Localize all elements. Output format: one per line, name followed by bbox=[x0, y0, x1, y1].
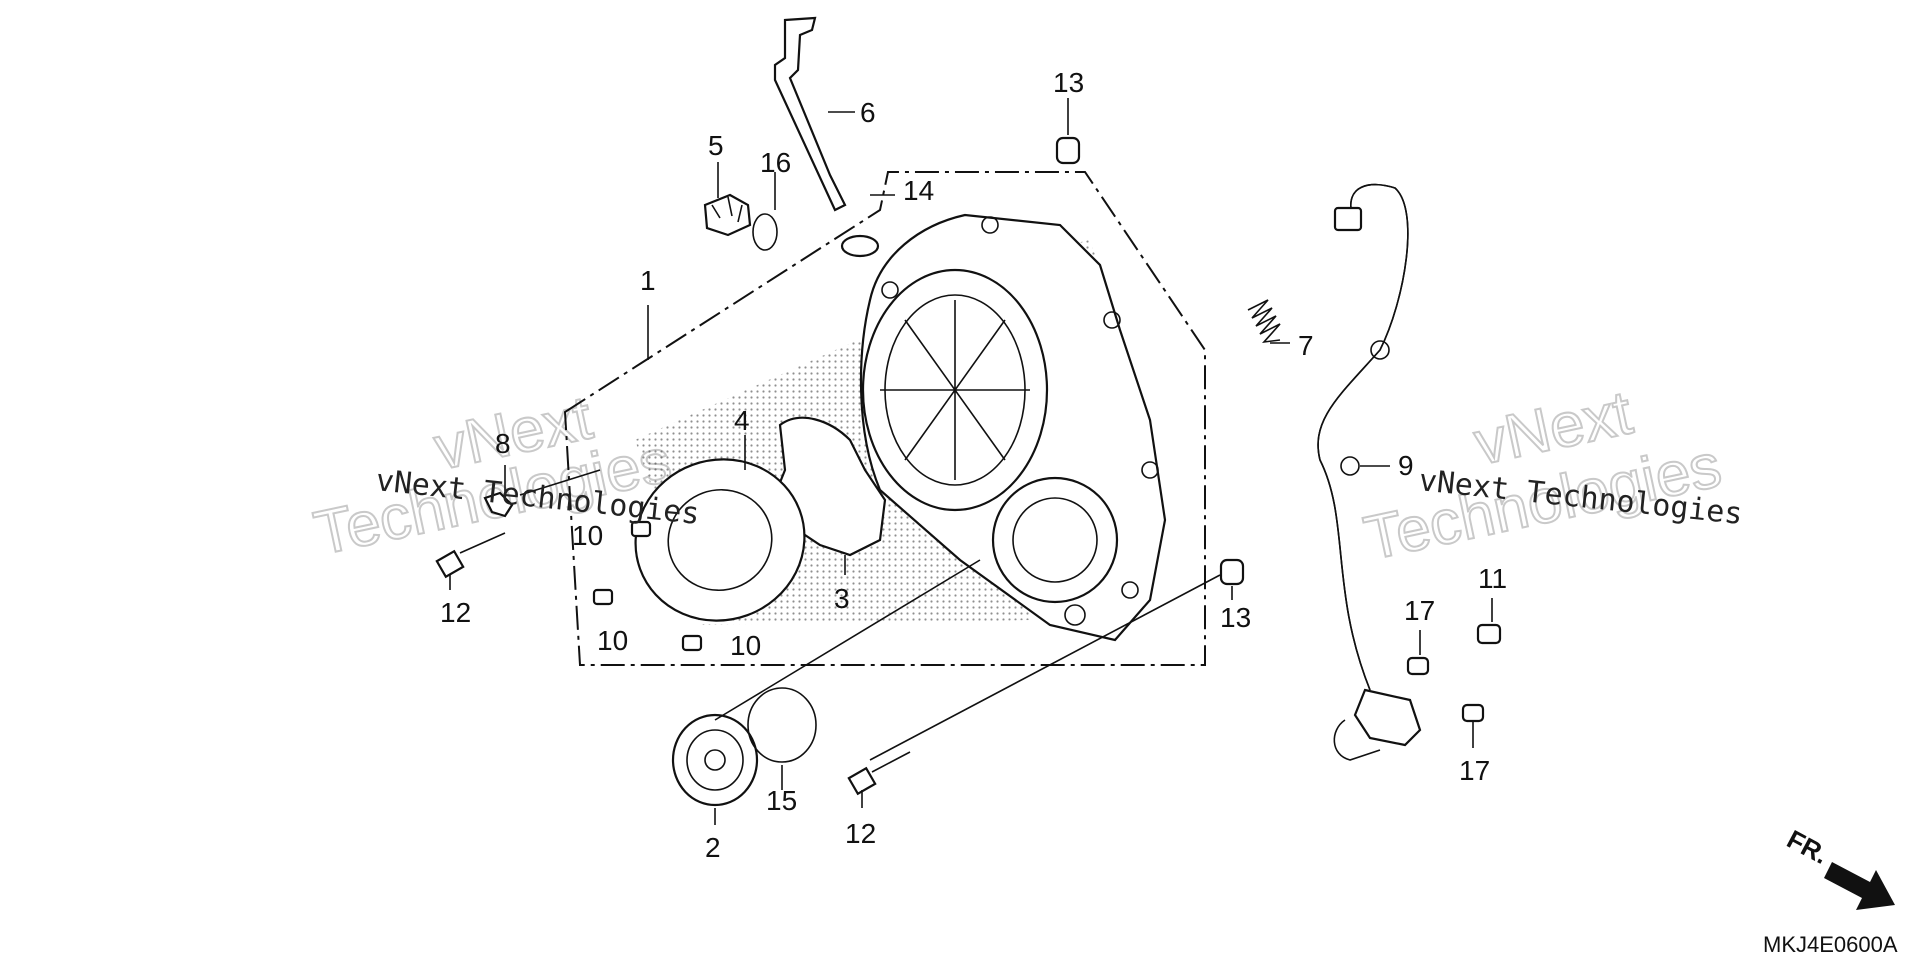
callout-1: 1 bbox=[640, 265, 656, 296]
crankcase-cover bbox=[859, 213, 1167, 642]
callout-12-b: 12 bbox=[845, 818, 876, 849]
dowel-pin-bottom bbox=[1219, 558, 1245, 586]
callout-8: 8 bbox=[495, 428, 511, 459]
callout-5: 5 bbox=[708, 130, 724, 161]
callout-3: 3 bbox=[834, 583, 850, 614]
bolt-10-b bbox=[592, 588, 614, 606]
o-ring bbox=[747, 687, 817, 763]
callout-7: 7 bbox=[1298, 330, 1314, 361]
callout-13-b: 13 bbox=[1220, 602, 1251, 633]
assembly-boundary bbox=[563, 171, 1206, 666]
wire-clamp-a bbox=[1370, 340, 1390, 360]
callout-6: 6 bbox=[860, 97, 876, 128]
spring bbox=[1247, 299, 1281, 344]
bolt-17-top bbox=[1406, 656, 1430, 676]
clip bbox=[483, 491, 514, 518]
callout-4: 4 bbox=[734, 405, 750, 436]
front-arrow-icon bbox=[1824, 862, 1895, 910]
bolt-11 bbox=[1476, 623, 1502, 645]
dipstick bbox=[773, 16, 847, 212]
callout-17-a: 17 bbox=[1404, 595, 1435, 626]
callout-2: 2 bbox=[705, 832, 721, 863]
callout-12-a: 12 bbox=[440, 597, 471, 628]
callout-10-c: 10 bbox=[730, 630, 761, 661]
leader-lines bbox=[449, 98, 1493, 825]
bolt-10-c bbox=[681, 634, 703, 652]
callout-10-b: 10 bbox=[597, 625, 628, 656]
washer bbox=[752, 213, 778, 251]
seal bbox=[840, 234, 880, 258]
callout-14: 14 bbox=[903, 175, 934, 206]
oil-filler-cap bbox=[703, 193, 752, 237]
callout-9: 9 bbox=[1398, 450, 1414, 481]
callout-labels: 1 2 3 4 5 6 7 8 9 10 10 10 11 12 12 13 1… bbox=[440, 67, 1507, 863]
dowel-pin-top bbox=[1055, 136, 1081, 165]
cover-plate bbox=[634, 458, 806, 622]
callout-10-a: 10 bbox=[572, 520, 603, 551]
front-label: FR. bbox=[1782, 824, 1833, 870]
sensor bbox=[1333, 688, 1422, 761]
cap bbox=[671, 713, 759, 807]
callout-15: 15 bbox=[766, 785, 797, 816]
bolt-17-bottom bbox=[1461, 703, 1485, 723]
wire-harness bbox=[1317, 183, 1409, 691]
wire-harness-inner bbox=[1317, 183, 1409, 691]
wire-clamp-b bbox=[1340, 456, 1360, 476]
bolt-bottom bbox=[847, 751, 911, 796]
callout-13-a: 13 bbox=[1053, 67, 1084, 98]
diagram-code: MKJ4E0600A bbox=[1763, 932, 1898, 957]
callout-17-b: 17 bbox=[1459, 755, 1490, 786]
bolt-left bbox=[435, 532, 506, 579]
callout-16: 16 bbox=[760, 147, 791, 178]
front-direction-indicator: FR. bbox=[1782, 824, 1895, 910]
callout-11: 11 bbox=[1478, 563, 1507, 594]
wire-connector bbox=[1333, 206, 1363, 232]
bolt-10-a bbox=[630, 520, 652, 538]
